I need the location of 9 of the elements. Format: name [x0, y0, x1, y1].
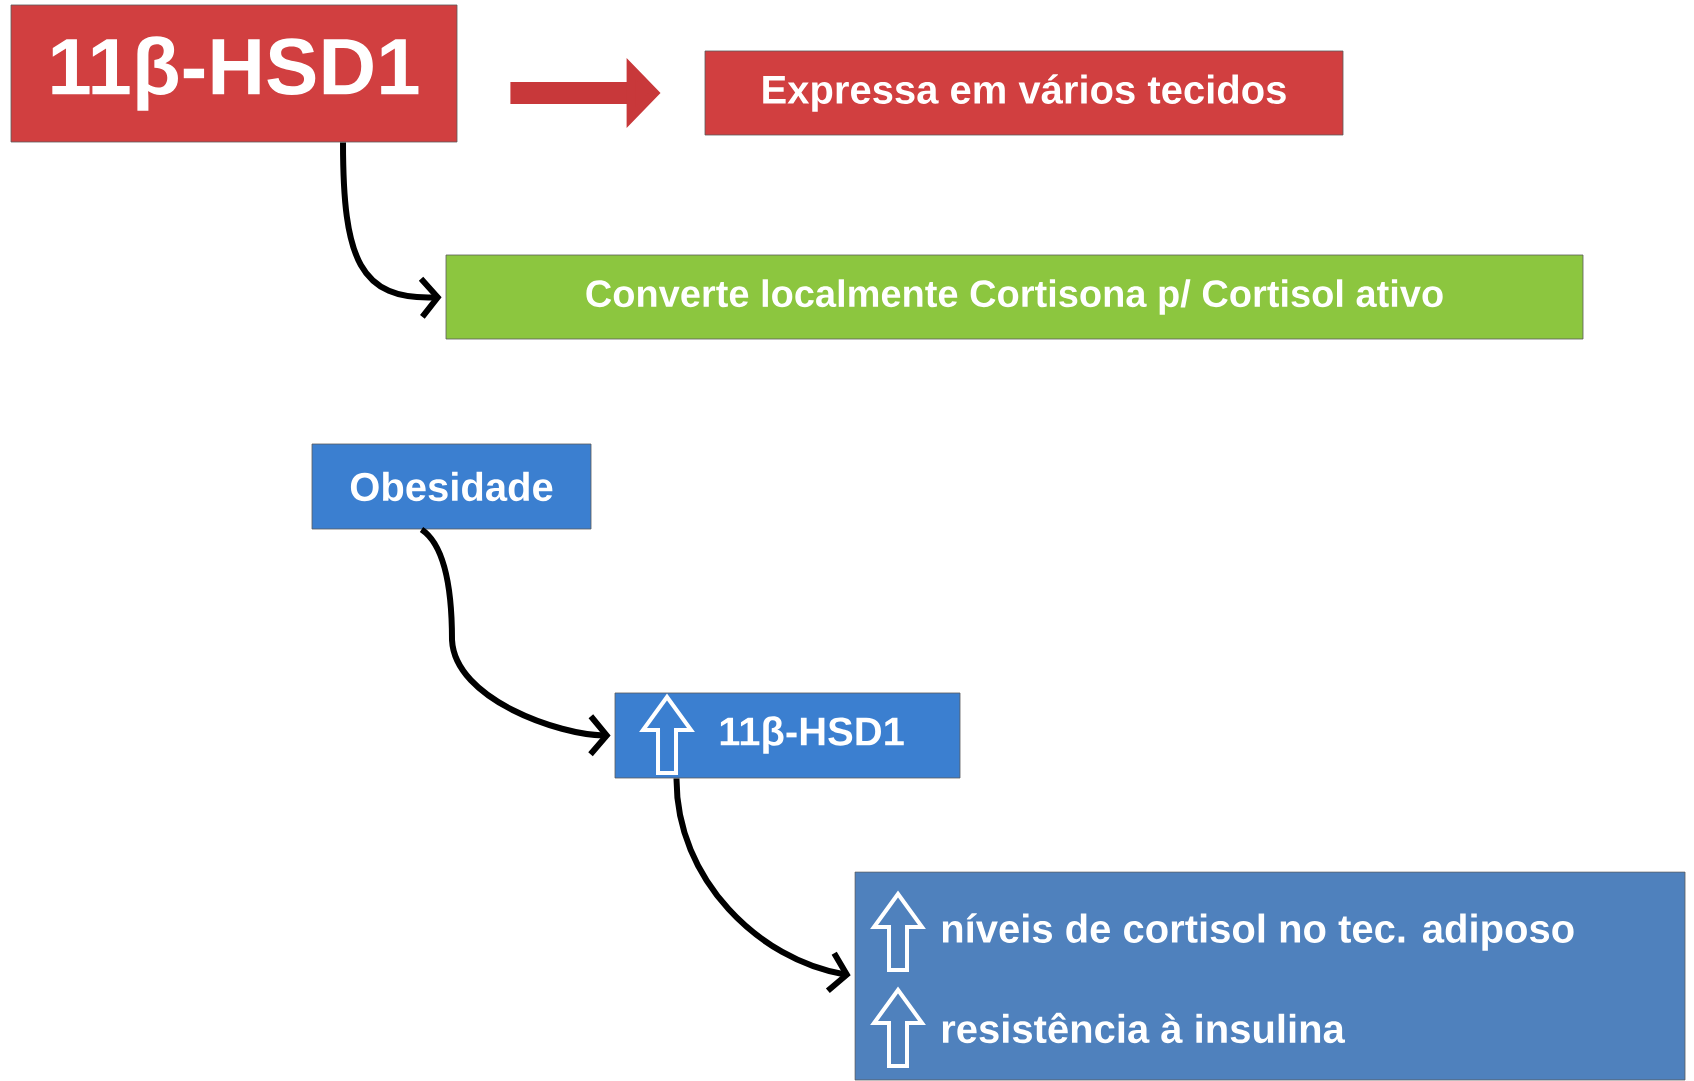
process-box: Expressa em vários tecidos [704, 50, 1344, 136]
curved-arrow [419, 527, 611, 757]
curved-arrow [673, 778, 851, 994]
title-box: 11β-HSD1 [10, 4, 458, 143]
process-box: Obesidade [311, 443, 592, 530]
process-box: 11β-HSD1 [614, 692, 961, 779]
curved-arrow [340, 142, 442, 319]
process-box: níveis de cortisol no tec. adiposo resistência à insulina [854, 871, 1686, 1081]
process-box: Converte localmente Cortisona p/ Cortisol ativo [445, 254, 1584, 340]
